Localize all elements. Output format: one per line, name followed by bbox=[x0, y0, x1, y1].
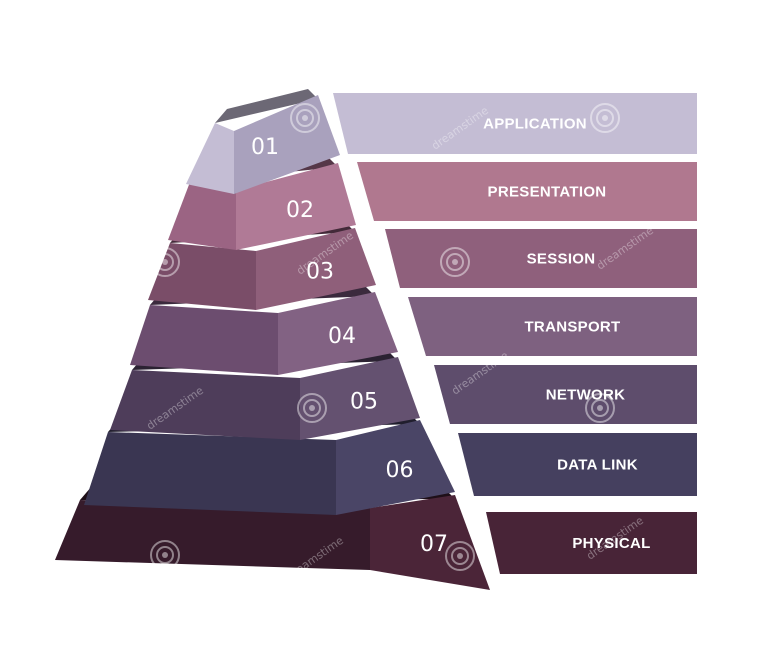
pyramid: 07 06 05 04 03 02 01 bbox=[55, 89, 490, 590]
layer-bar-data-link: DATA LINK bbox=[458, 433, 697, 496]
pyramid-tier-03: 03 bbox=[148, 222, 376, 310]
layer-bar-physical: PHYSICAL bbox=[486, 512, 697, 574]
watermark-spiral-icon bbox=[445, 541, 475, 571]
tier-side-face bbox=[236, 163, 356, 250]
layer-bar-bg bbox=[434, 365, 697, 424]
label-bars: APPLICATION PRESENTATION SESSION TRANSPORT N… bbox=[333, 93, 697, 574]
watermark-spiral-icon bbox=[730, 541, 760, 571]
tier-front-face bbox=[168, 182, 236, 250]
layer-bar-bg bbox=[357, 162, 697, 221]
tier-number: 06 bbox=[386, 458, 414, 483]
tier-side-face bbox=[234, 95, 340, 194]
layer-label: SESSION bbox=[527, 251, 596, 268]
watermark-spiral-icon bbox=[440, 247, 470, 277]
watermark-spiral-icon bbox=[290, 103, 320, 133]
watermark-spiral-icon bbox=[297, 393, 327, 423]
watermark-spiral-icon bbox=[730, 247, 760, 277]
layer-bar-bg bbox=[408, 297, 697, 356]
watermark-spiral-icon bbox=[3, 393, 33, 423]
layer-label: PRESENTATION bbox=[488, 184, 607, 201]
tier-front-face bbox=[186, 123, 234, 194]
watermark-spiral-icon bbox=[150, 540, 180, 570]
layer-bar-transport: TRANSPORT bbox=[408, 297, 697, 356]
tier-number: 01 bbox=[251, 135, 279, 160]
tier-number: 03 bbox=[306, 260, 334, 285]
tier-front-face bbox=[55, 500, 370, 570]
tier-side-face bbox=[336, 420, 455, 515]
layer-label: TRANSPORT bbox=[524, 319, 620, 336]
pyramid-tier-01: 01 bbox=[186, 89, 340, 194]
layer-label: DATA LINK bbox=[557, 457, 638, 474]
layer-label: APPLICATION bbox=[483, 116, 587, 133]
tier-side-face bbox=[300, 357, 420, 440]
tier-side-face bbox=[278, 292, 398, 375]
tier-side-face bbox=[370, 495, 490, 590]
tier-front-face bbox=[148, 243, 256, 310]
layer-bar-presentation: PRESENTATION bbox=[357, 162, 697, 221]
layer-bar-bg bbox=[486, 512, 697, 574]
layer-bar-network: NETWORK bbox=[434, 365, 697, 424]
layer-label: PHYSICAL bbox=[572, 535, 650, 552]
layer-bar-bg bbox=[385, 229, 697, 288]
tier-front-face bbox=[84, 432, 336, 515]
watermark-spiral-icon bbox=[585, 393, 615, 423]
tier-front-face bbox=[130, 305, 278, 375]
layer-bar-bg bbox=[458, 433, 697, 496]
tier-side-face bbox=[256, 228, 376, 310]
tier-number: 07 bbox=[420, 532, 448, 557]
tier-number: 04 bbox=[328, 324, 356, 349]
tier-front-face bbox=[110, 370, 300, 440]
watermark-spiral-icon bbox=[590, 103, 620, 133]
watermark-spiral-icon bbox=[150, 247, 180, 277]
layer-bar-application: APPLICATION bbox=[333, 93, 697, 154]
layer-label: NETWORK bbox=[546, 387, 626, 404]
tier-number: 02 bbox=[286, 198, 314, 223]
tier-top-face bbox=[215, 89, 318, 123]
tier-number: 05 bbox=[350, 389, 378, 414]
layer-bar-session: SESSION bbox=[385, 229, 697, 288]
layer-bar-bg bbox=[333, 93, 697, 154]
